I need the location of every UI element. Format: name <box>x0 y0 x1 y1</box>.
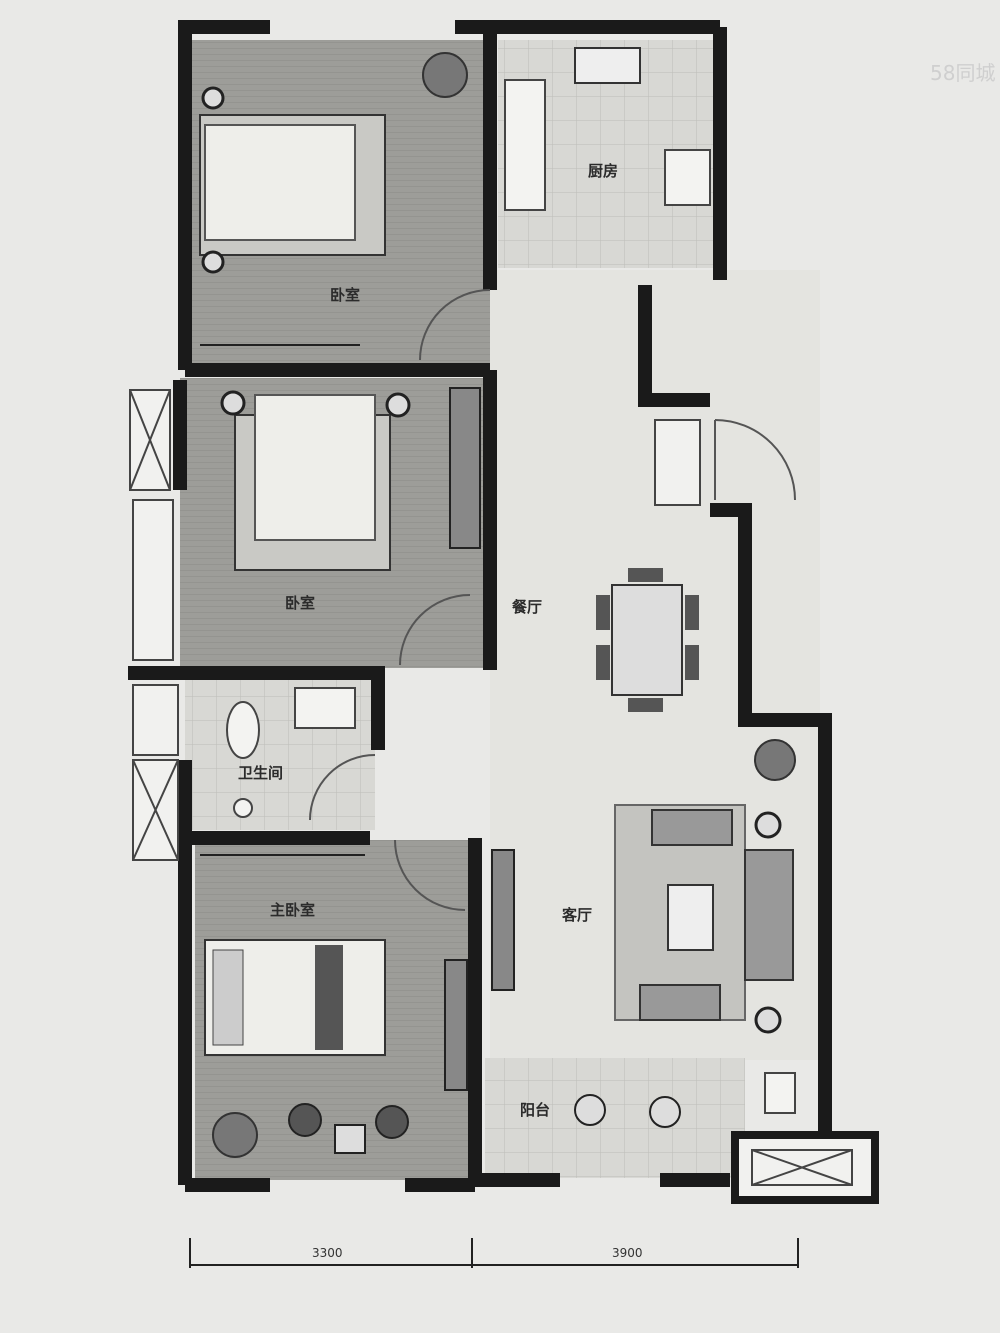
room-label-bedroom: 卧室 <box>285 594 315 612</box>
toilet <box>226 701 260 759</box>
kitchen-counter <box>504 79 546 211</box>
wardrobe-bedroom <box>449 387 481 549</box>
room-label-dining: 餐厅 <box>512 598 542 616</box>
plant-icon <box>422 52 468 98</box>
room-label-bathroom: 卫生间 <box>238 764 283 782</box>
bed-master-bedroom <box>204 939 386 1056</box>
room-label-living: 客厅 <box>561 906 592 924</box>
sofa-side <box>744 849 794 981</box>
room-label-bedroom-second: 卧室 <box>330 286 360 304</box>
plant-icon <box>212 1112 258 1158</box>
tv-cabinet-master <box>444 959 468 1091</box>
stove <box>574 47 641 84</box>
sink <box>664 149 711 206</box>
floor-balcony <box>485 1058 745 1178</box>
dining-table <box>596 568 699 712</box>
walls <box>128 20 832 1192</box>
bed-second-bedroom <box>199 86 386 274</box>
windows <box>129 389 879 1204</box>
washing-machine <box>764 1072 796 1114</box>
chairs-master-bedroom <box>288 1103 409 1154</box>
dimension-label-right: 3900 <box>612 1246 643 1260</box>
room-label-balcony: 阳台 <box>520 1101 550 1119</box>
room-label-master-bedroom: 主卧室 <box>270 901 315 919</box>
tv-cabinet-living <box>491 849 515 991</box>
side-table-lamp <box>754 811 782 839</box>
watermark: 58同城 <box>930 61 995 85</box>
door-swings <box>309 289 796 911</box>
balcony-chairs <box>574 1094 681 1128</box>
room-label-kitchen: 厨房 <box>588 162 618 180</box>
sofa-top <box>651 809 733 846</box>
dimension-label-left: 3300 <box>312 1246 343 1260</box>
side-table-lamp <box>754 1006 782 1034</box>
coffee-table <box>667 884 714 951</box>
floor-drain <box>233 798 253 818</box>
dimension-line <box>189 1238 799 1268</box>
bathroom-sink <box>294 687 356 729</box>
sofa-bottom <box>639 984 721 1021</box>
bed-bedroom <box>220 390 411 571</box>
plant-icon <box>754 739 796 781</box>
